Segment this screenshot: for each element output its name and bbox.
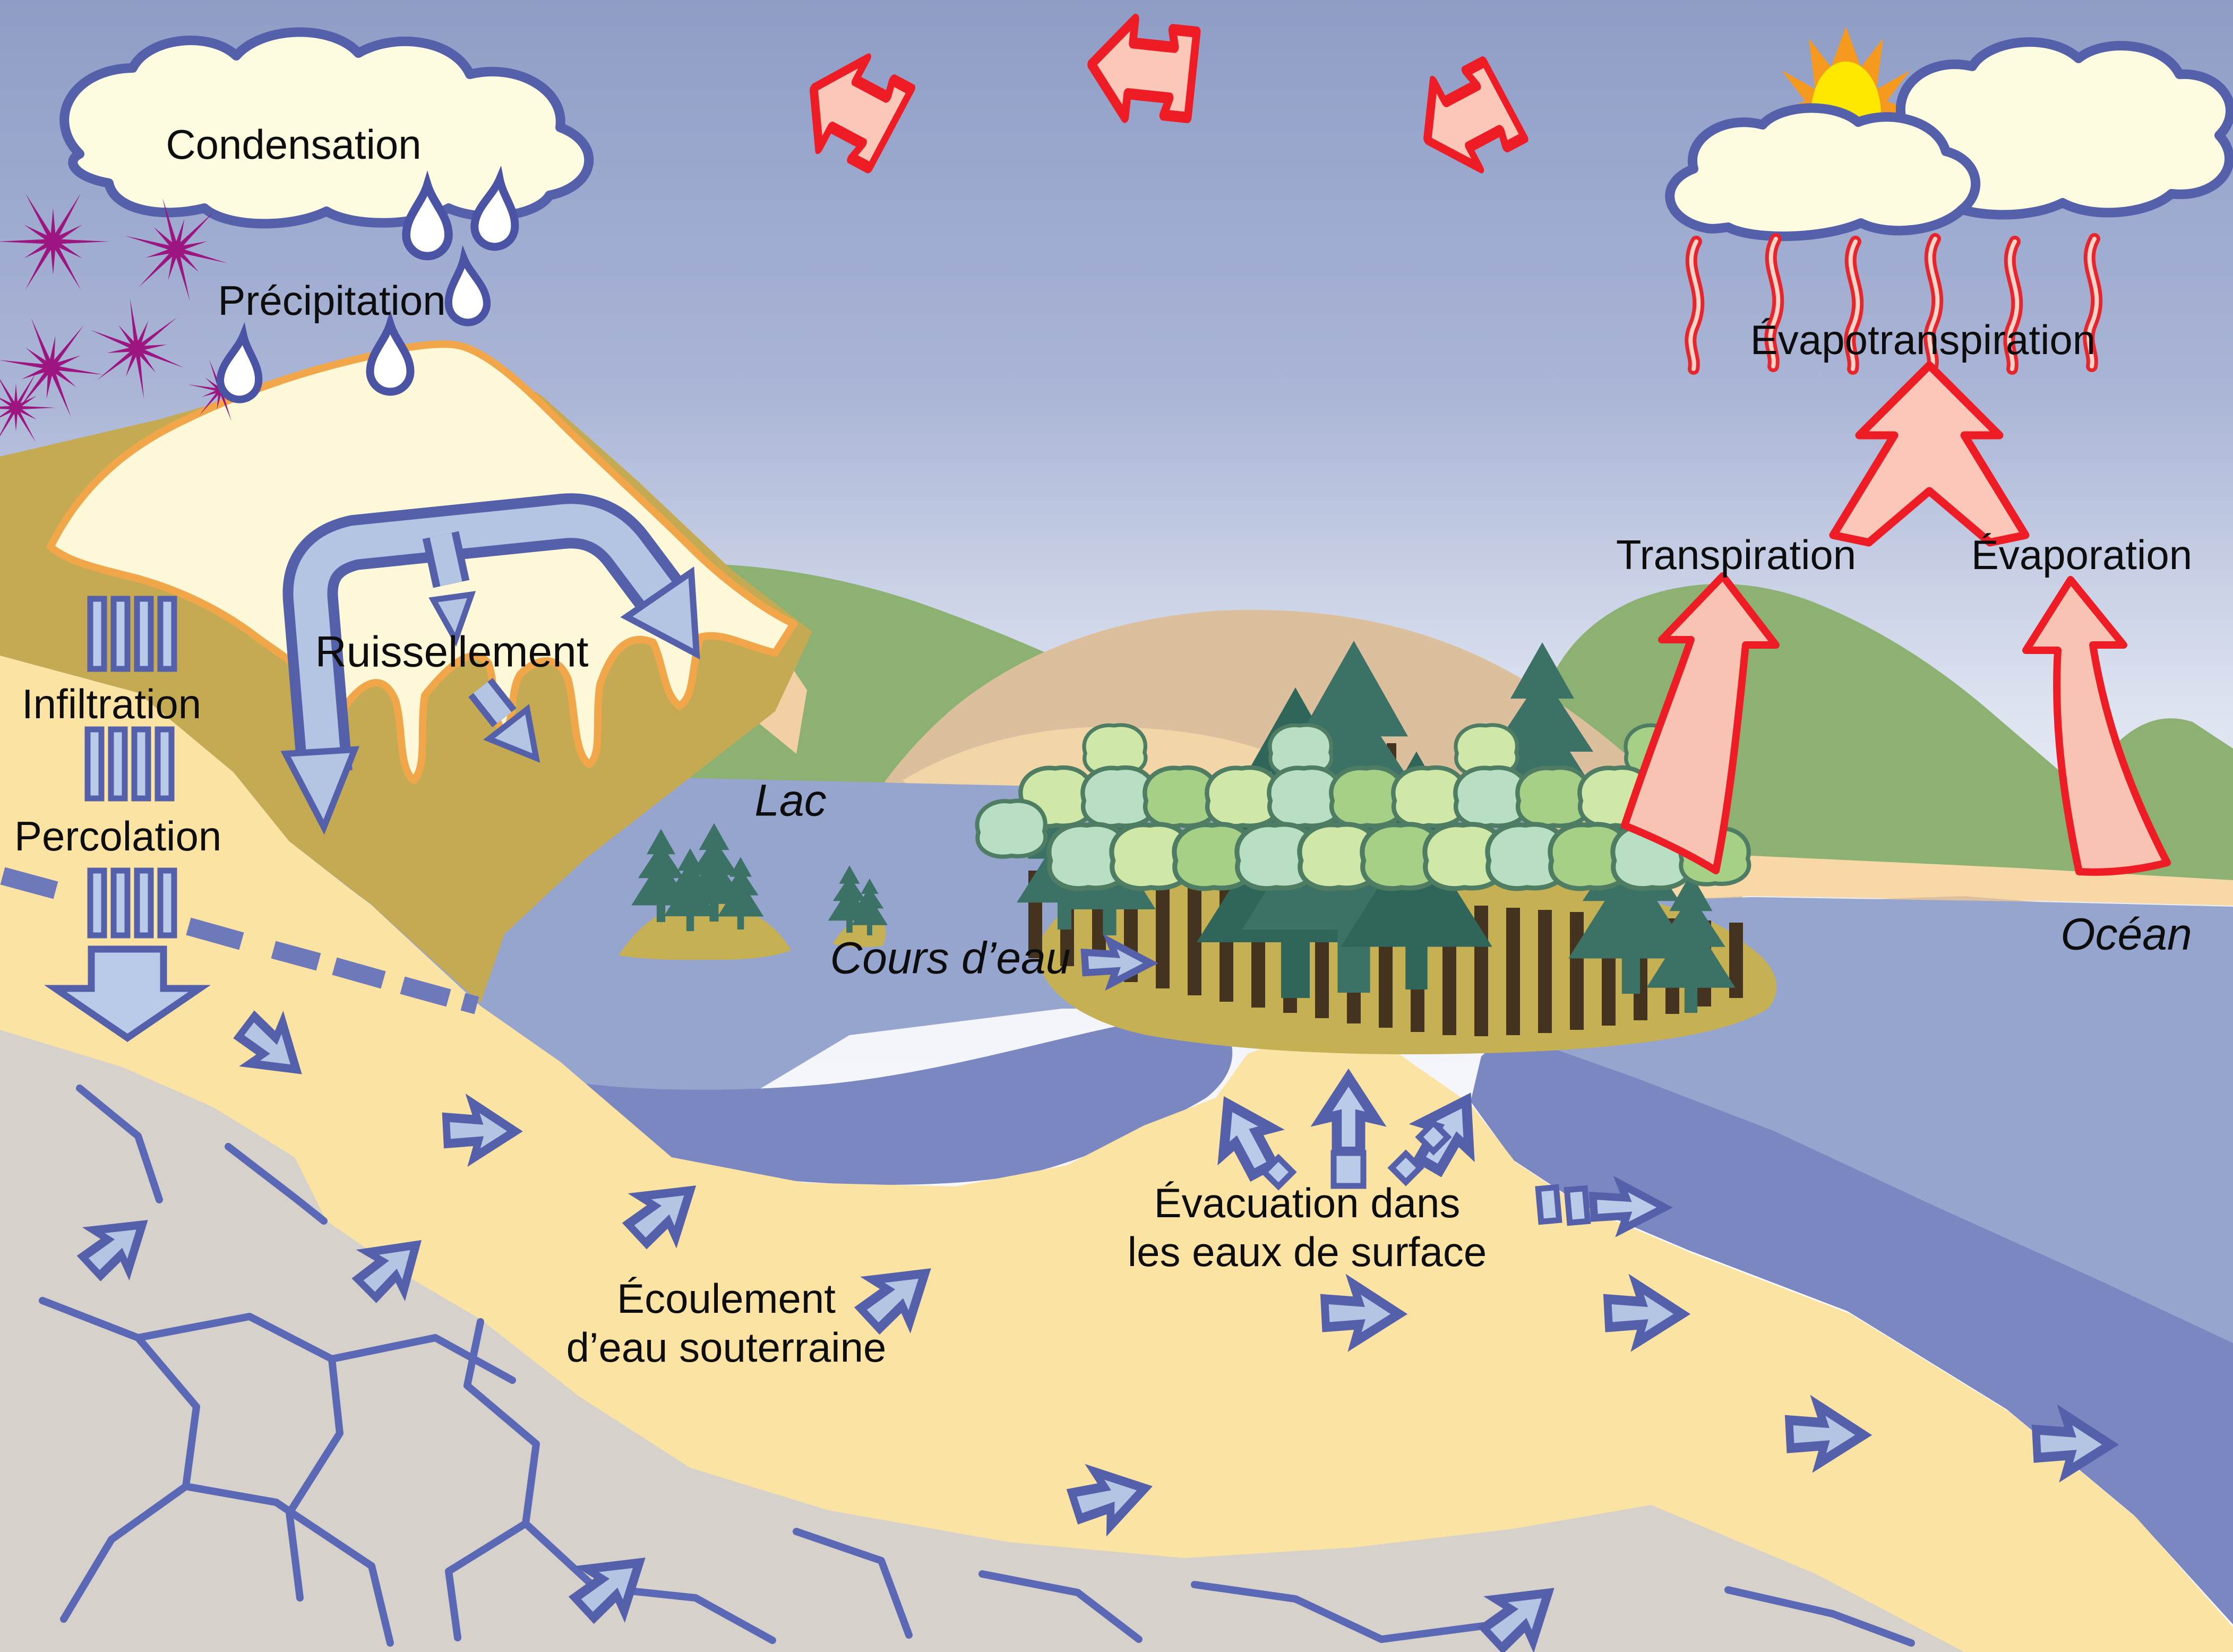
percolation-bars	[87, 867, 177, 939]
infiltration-bars-top	[87, 596, 177, 672]
groundwater-flow-line2: d’eau souterraine	[566, 1324, 887, 1371]
runoff-arrow	[280, 493, 700, 835]
bedrock	[0, 1030, 1964, 1652]
surface-discharge-label: Évacuation dans les eaux de surface	[1128, 1178, 1487, 1276]
surface-discharge-arrows	[1204, 1078, 1490, 1191]
lake-label: Lac	[754, 775, 827, 825]
condensation-label: Condensation	[166, 121, 422, 168]
percolation-label: Percolation	[14, 812, 222, 859]
evaporation-cloud-left-icon	[1665, 103, 1980, 242]
condensation-cloud-icon	[59, 27, 594, 229]
groundwater-flow-line1: Écoulement	[617, 1275, 836, 1322]
surface-discharge-line2: les eaux de surface	[1127, 1228, 1487, 1275]
dotted-arrow	[1535, 1184, 1664, 1229]
ruissellement-label: Ruissellement	[315, 627, 589, 676]
stream-label: Cours d’eau	[830, 933, 1071, 983]
infiltration-label: Infiltration	[22, 680, 202, 727]
percolation-down-arrow	[44, 945, 211, 1042]
evaporation-arrow	[2022, 576, 2171, 876]
transpiration-label: Transpiration	[1616, 531, 1857, 578]
rock-fractures	[39, 1085, 1915, 1647]
surface-discharge-line1: Évacuation dans	[1154, 1179, 1461, 1226]
river-deep-left	[544, 1015, 1233, 1185]
precipitation-label: Précipitation	[218, 277, 446, 324]
water-table-line	[0, 867, 479, 1014]
groundwater-flow-label: Écoulement d’eau souterraine	[566, 1274, 887, 1372]
heat-wave-icons	[1685, 233, 2103, 375]
transpiration-arrow	[1621, 572, 1780, 874]
river-deep-right	[1471, 1032, 2233, 1624]
evaporation-label: Évaporation	[1971, 531, 2193, 578]
evapotranspiration-merge-arrow	[1829, 361, 2030, 547]
evapotranspiration-label: Évapotranspiration	[1750, 316, 2096, 363]
ocean-label: Océan	[2060, 909, 2192, 959]
infiltration-bars-mid	[84, 726, 175, 802]
